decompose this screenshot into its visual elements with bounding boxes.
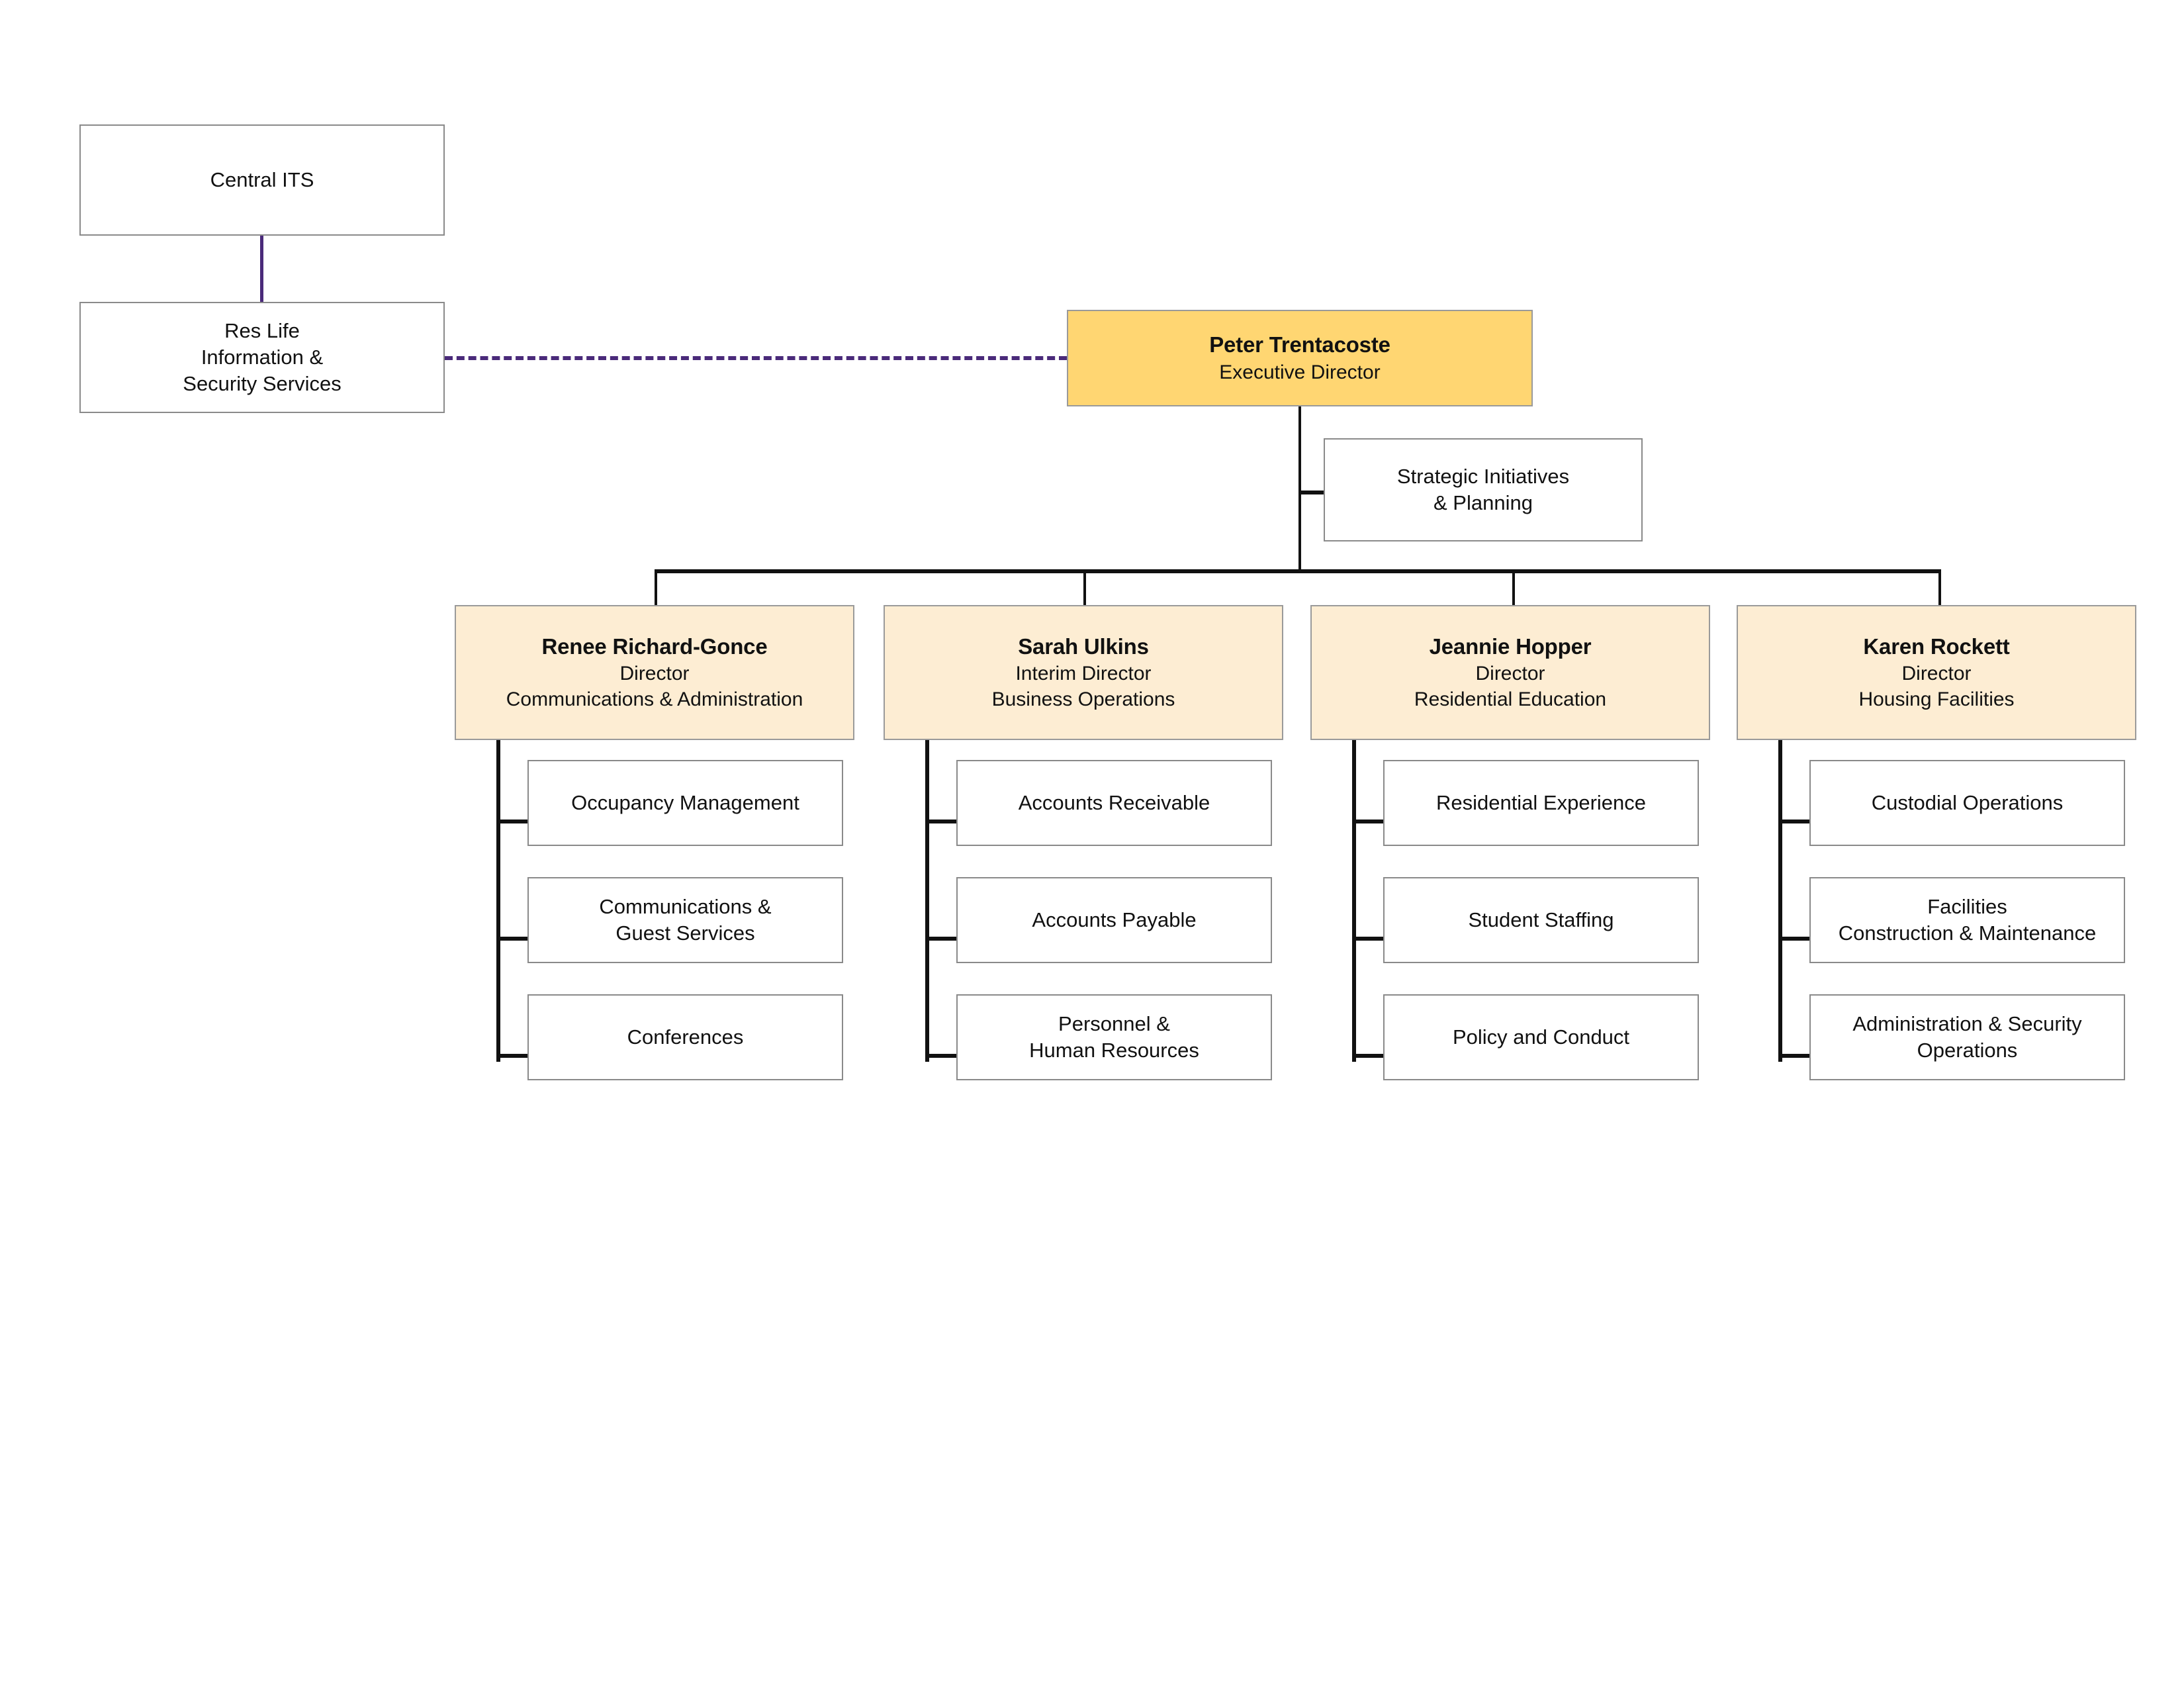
node-division-head-3[interactable]: Jeannie Hopper Director Residential Educ… — [1310, 605, 1710, 740]
executive-name: Peter Trentacoste — [1209, 332, 1390, 357]
strategic-initiatives-line2: & Planning — [1433, 491, 1533, 514]
division-1-child-2-line1: Communications & — [599, 894, 772, 918]
division-4-unit: Housing Facilities — [1858, 688, 2015, 711]
connector-drop-division-2 — [1083, 569, 1086, 605]
spine-division-1 — [496, 740, 500, 1062]
node-division-1-child-2[interactable]: Communications & Guest Services — [527, 877, 843, 963]
node-division-2-child-2[interactable]: Accounts Payable — [956, 877, 1272, 963]
division-1-child-3-line1: Conferences — [627, 1025, 744, 1049]
division-2-child-3-line2: Human Resources — [1029, 1039, 1199, 1062]
division-2-child-2-line1: Accounts Payable — [1032, 908, 1197, 931]
division-4-child-2-line1: Facilities — [1927, 894, 2007, 918]
node-division-3-child-1[interactable]: Residential Experience — [1383, 760, 1699, 846]
connector-staff-stub — [1298, 491, 1325, 494]
stub-division-3-child-3 — [1352, 1054, 1383, 1058]
node-strategic-initiatives[interactable]: Strategic Initiatives & Planning — [1324, 438, 1643, 541]
strategic-initiatives-line1: Strategic Initiatives — [1396, 464, 1570, 488]
division-1-unit: Communications & Administration — [506, 688, 803, 711]
node-division-1-child-3[interactable]: Conferences — [527, 994, 843, 1080]
node-division-head-2[interactable]: Sarah Ulkins Interim Director Business O… — [884, 605, 1283, 740]
division-4-child-3-line1: Administration & Security — [1852, 1011, 2082, 1035]
connector-drop-division-1 — [655, 569, 657, 605]
node-res-life-iss[interactable]: Res Life Information & Security Services — [79, 302, 445, 413]
connector-its-to-reslife — [260, 236, 263, 302]
node-division-head-4[interactable]: Karen Rockett Director Housing Facilitie… — [1737, 605, 2136, 740]
division-2-title: Interim Director — [1015, 663, 1152, 685]
spine-division-4 — [1778, 740, 1782, 1062]
division-4-name: Karen Rockett — [1863, 633, 2010, 659]
division-4-child-2-line2: Construction & Maintenance — [1838, 921, 2097, 945]
spine-division-3 — [1352, 740, 1356, 1062]
division-1-child-1-line1: Occupancy Management — [571, 790, 799, 814]
connector-executive-trunk — [1298, 406, 1301, 571]
division-4-title: Director — [1901, 663, 1972, 685]
division-1-title: Director — [619, 663, 690, 685]
node-division-4-child-3[interactable]: Administration & Security Operations — [1809, 994, 2125, 1080]
stub-division-2-child-1 — [925, 820, 956, 823]
node-division-head-1[interactable]: Renee Richard-Gonce Director Communicati… — [455, 605, 854, 740]
res-life-line2: Information & — [201, 345, 324, 369]
connector-drop-division-3 — [1512, 569, 1515, 605]
division-4-child-3-line2: Operations — [1917, 1039, 2018, 1062]
node-division-2-child-3[interactable]: Personnel & Human Resources — [956, 994, 1272, 1080]
stub-division-2-child-3 — [925, 1054, 956, 1058]
division-1-name: Renee Richard-Gonce — [541, 633, 768, 659]
division-3-title: Director — [1475, 663, 1545, 685]
node-division-3-child-2[interactable]: Student Staffing — [1383, 877, 1699, 963]
stub-division-2-child-2 — [925, 937, 956, 941]
dotted-relationship-line — [445, 356, 1067, 360]
connector-drop-division-4 — [1938, 569, 1941, 605]
division-3-child-3-line1: Policy and Conduct — [1452, 1025, 1630, 1049]
division-2-unit: Business Operations — [991, 688, 1175, 711]
central-its-label: Central ITS — [210, 167, 314, 191]
division-2-child-3-line1: Personnel & — [1058, 1011, 1170, 1035]
division-2-name: Sarah Ulkins — [1018, 633, 1149, 659]
node-central-its[interactable]: Central ITS — [79, 124, 445, 236]
stub-division-4-child-3 — [1778, 1054, 1809, 1058]
stub-division-1-child-3 — [496, 1054, 527, 1058]
division-3-name: Jeannie Hopper — [1429, 633, 1592, 659]
node-division-4-child-2[interactable]: Facilities Construction & Maintenance — [1809, 877, 2125, 963]
division-3-unit: Residential Education — [1414, 688, 1607, 711]
division-3-child-2-line1: Student Staffing — [1468, 908, 1614, 931]
stub-division-4-child-1 — [1778, 820, 1809, 823]
division-3-child-1-line1: Residential Experience — [1435, 790, 1647, 814]
division-2-child-1-line1: Accounts Receivable — [1018, 790, 1210, 814]
division-bus — [656, 569, 1940, 573]
executive-title: Executive Director — [1219, 361, 1381, 383]
division-1-child-2-line2: Guest Services — [615, 921, 755, 945]
res-life-line3: Security Services — [183, 372, 341, 396]
division-4-child-1-line1: Custodial Operations — [1871, 790, 2064, 814]
node-division-1-child-1[interactable]: Occupancy Management — [527, 760, 843, 846]
stub-division-1-child-1 — [496, 820, 527, 823]
stub-division-1-child-2 — [496, 937, 527, 941]
node-division-3-child-3[interactable]: Policy and Conduct — [1383, 994, 1699, 1080]
stub-division-4-child-2 — [1778, 937, 1809, 941]
stub-division-3-child-1 — [1352, 820, 1383, 823]
node-division-2-child-1[interactable]: Accounts Receivable — [956, 760, 1272, 846]
node-executive-director[interactable]: Peter Trentacoste Executive Director — [1067, 310, 1533, 406]
spine-division-2 — [925, 740, 929, 1062]
res-life-line1: Res Life — [224, 318, 300, 342]
node-division-4-child-1[interactable]: Custodial Operations — [1809, 760, 2125, 846]
stub-division-3-child-2 — [1352, 937, 1383, 941]
